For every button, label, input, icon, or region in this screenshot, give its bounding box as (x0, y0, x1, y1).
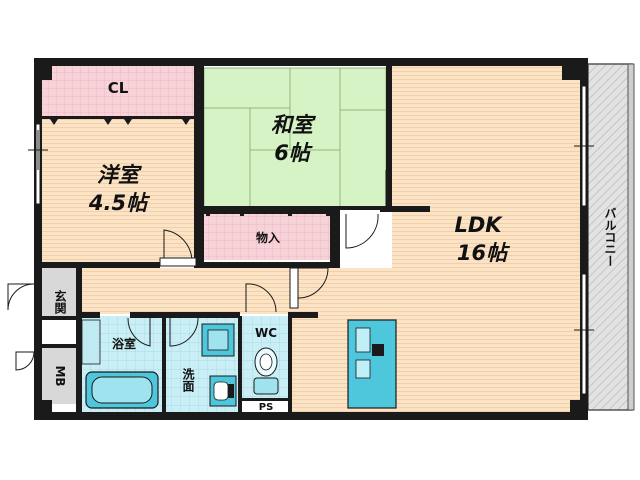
western-room-name: 洋室 (97, 163, 142, 187)
door-jambs (159, 257, 299, 309)
entrance-floor (42, 268, 78, 318)
kitchen-counter (347, 319, 397, 409)
bathroom-counter (81, 319, 101, 365)
japanese-room-name: 和室 (271, 113, 316, 137)
storage-label: 物入 (256, 230, 280, 245)
pipe-space-floor (242, 400, 290, 412)
ldk-size: 16帖 (457, 241, 510, 265)
bathroom-label: 浴室 (112, 336, 136, 351)
balcony-label: バルコニー (603, 207, 617, 267)
pipe-space-label: PS (259, 402, 274, 413)
washroom-label: 洗面 (181, 367, 195, 393)
door-swings (7, 170, 387, 371)
closet-shelf (42, 116, 194, 125)
western-room-floor (42, 118, 194, 262)
western-room-size: 4.5帖 (88, 191, 150, 215)
japanese-room-tatami (203, 67, 387, 209)
storage-floor (204, 214, 332, 260)
ldk-floor (392, 66, 582, 412)
meter-box-floor (42, 348, 78, 404)
storage-door-marks (204, 206, 380, 216)
closet-label: CL (108, 79, 129, 97)
wash-basin (209, 375, 237, 407)
toilet-fixture (253, 347, 279, 395)
ldk-name: LDK (454, 213, 503, 237)
bathtub (85, 371, 159, 409)
toilet-label: WC (255, 326, 277, 340)
closet-floor (42, 66, 194, 118)
balcony-railing (627, 63, 635, 411)
window-marks (28, 130, 594, 331)
walls (34, 58, 588, 420)
entrance-label: 玄関 (53, 289, 67, 315)
japanese-room-size: 6帖 (274, 141, 313, 165)
hallway-floor (80, 268, 292, 314)
meter-box-label: MB (53, 365, 67, 386)
washing-machine-space (201, 323, 235, 357)
